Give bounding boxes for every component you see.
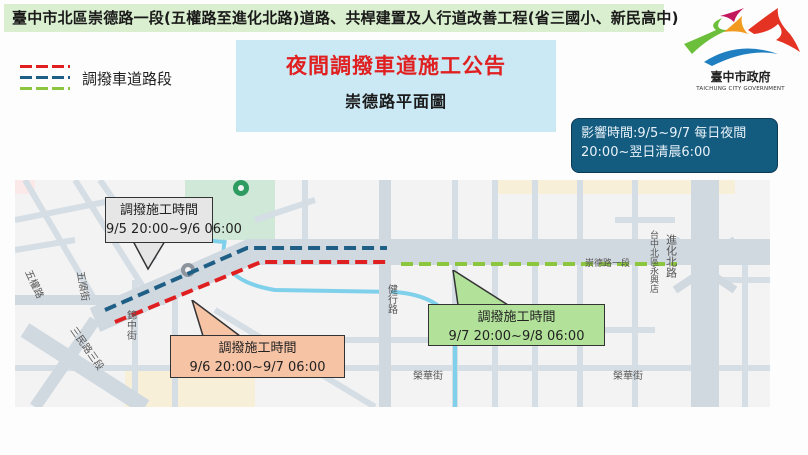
legend-label: 調撥車道路段 — [82, 70, 173, 88]
svg-text:健行路: 健行路 — [386, 284, 398, 315]
svg-text:榮華街: 榮華街 — [613, 369, 643, 382]
segment-red — [114, 260, 387, 324]
legend-red-dash — [20, 65, 70, 68]
callout-time: 9/7 20:00~9/8 06:00 — [448, 329, 585, 344]
callout-time: 9/6 20:00~9/7 06:00 — [189, 360, 326, 375]
svg-text:榮華街: 榮華街 — [413, 369, 443, 382]
svg-text:錦中街: 錦中街 — [125, 309, 137, 341]
impact-time-box: 影響時間:9/5~9/7 每日夜間 20:00~翌日清晨6:00 — [571, 118, 778, 173]
svg-text:台中北區永興店: 台中北區永興店 — [648, 229, 659, 294]
project-title-banner: 臺中市北區崇德路一段(五權路至進化北路)道路、共桿建置及人行道改善工程(省三國小… — [4, 4, 678, 32]
callout-heading: 調撥施工時間 — [477, 310, 556, 325]
notice-subtitle: 崇德路平面圖 — [344, 92, 447, 111]
legend-blue-dash — [20, 76, 70, 79]
notice-title: 夜間調撥車道施工公告 — [286, 54, 506, 78]
callout-heading: 調撥施工時間 — [218, 341, 297, 356]
logo-name-en: TAICHUNG CITY GOVERNMENT — [696, 86, 785, 92]
callout-time: 9/5 20:00~9/6 06:00 — [106, 222, 242, 237]
svg-text:崇德路一段: 崇德路一段 — [585, 257, 630, 269]
impact-time-line2: 20:00~翌日清晨6:00 — [581, 145, 711, 160]
legend-swatches — [20, 62, 70, 94]
map-graphic: 五權路 五順街 三民路三段 錦中街 崇德路一段 健行路 進化北路 榮華街 榮華街… — [15, 180, 770, 407]
logo-name-cn: 臺中市政府 — [710, 70, 771, 84]
impact-time-line1: 影響時間:9/5~9/7 每日夜間 — [581, 126, 747, 141]
segment-blue — [104, 246, 387, 312]
street-map[interactable]: 五權路 五順街 三民路三段 錦中街 崇德路一段 健行路 進化北路 榮華街 榮華街… — [15, 180, 770, 407]
svg-text:進化北路: 進化北路 — [665, 234, 678, 279]
taichung-city-logo-icon — [684, 8, 800, 66]
taichung-city-logo: 臺中市政府 TAICHUNG CITY GOVERNMENT — [678, 4, 803, 96]
notice-box: 夜間調撥車道施工公告 崇德路平面圖 — [236, 40, 556, 132]
legend-green-dash — [20, 87, 70, 90]
callout-heading: 調撥施工時間 — [119, 203, 198, 218]
